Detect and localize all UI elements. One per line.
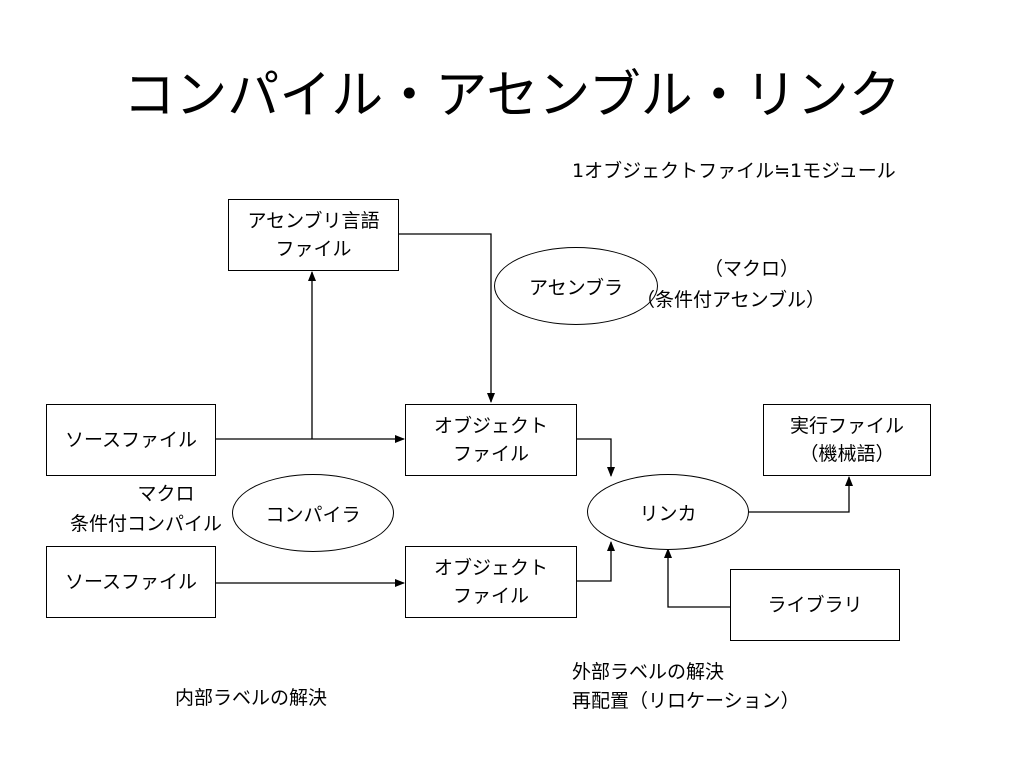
assembler-node: アセンブラ	[494, 247, 658, 325]
assembler-macro-note: （マクロ）	[704, 258, 800, 280]
library-box: ライブラリ	[730, 569, 900, 641]
object-file-box-1: オブジェクト ファイル	[405, 404, 577, 476]
box-line: ファイル	[452, 443, 529, 465]
source-file-box-1: ソースファイル	[46, 404, 216, 476]
box-line: アセンブリ言語	[247, 210, 380, 232]
edge-linker-to-exe	[749, 476, 853, 513]
page-title: コンパイル・アセンブル・リンク	[123, 66, 901, 126]
linker-node: リンカ	[587, 474, 749, 550]
node-label: コンパイラ	[265, 503, 361, 526]
source-file-box-2: ソースファイル	[46, 546, 216, 618]
executable-file-box: 実行ファイル （機械語）	[763, 404, 931, 476]
box-line: オブジェクト	[433, 557, 548, 579]
box-line: オブジェクト	[433, 415, 548, 437]
node-label: アセンブラ	[528, 276, 624, 299]
relocation-note: 再配置（リロケーション）	[572, 690, 800, 712]
edge-library-to-linker	[664, 548, 730, 608]
internal-label-resolution-note: 内部ラベルの解決	[175, 687, 328, 709]
edge-obj2-to-linker	[577, 541, 615, 582]
assembly-language-file-box: アセンブリ言語 ファイル	[228, 199, 399, 271]
box-line: ライブラリ	[767, 594, 863, 616]
assembler-conditional-note: （条件付アセンブル）	[636, 289, 826, 311]
module-note: 1オブジェクトファイル≒1モジュール	[572, 160, 896, 182]
compiler-node: コンパイラ	[232, 474, 394, 552]
object-file-box-2: オブジェクト ファイル	[405, 546, 577, 618]
box-line: ソースファイル	[64, 571, 198, 593]
edge-asm-file-to-obj1	[399, 233, 495, 403]
box-line: ファイル	[452, 585, 529, 607]
box-line: （機械語）	[799, 443, 895, 465]
edge-obj1-to-linker	[577, 438, 615, 477]
box-line: ソースファイル	[64, 429, 198, 451]
compiler-macro-note: マクロ	[137, 483, 195, 505]
external-label-resolution-note: 外部ラベルの解決	[572, 661, 725, 683]
compiler-conditional-note: 条件付コンパイル	[70, 513, 223, 535]
node-label: リンカ	[639, 502, 697, 525]
box-line: 実行ファイル	[789, 415, 904, 437]
box-line: ファイル	[275, 238, 352, 260]
